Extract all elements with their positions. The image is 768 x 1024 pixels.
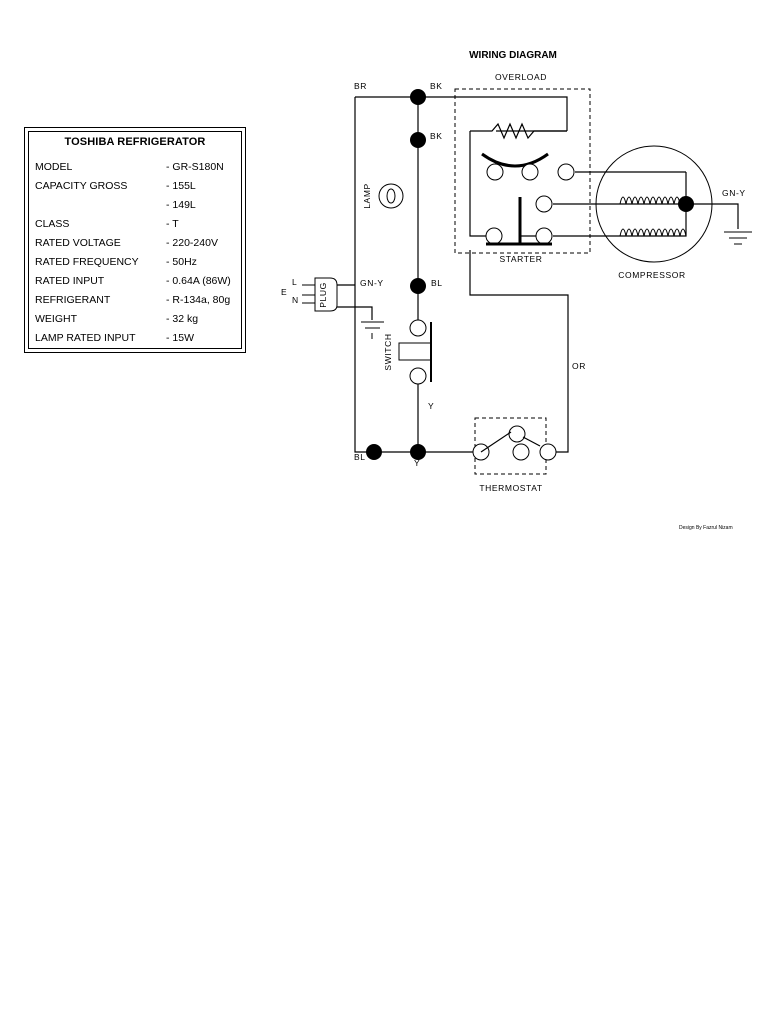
switch-actuator-icon [398,342,431,361]
spec-row-label: RATED VOLTAGE [35,237,121,249]
spec-row-value: - R-134a, 80g [166,294,231,306]
spec-row-label: LAMP RATED INPUT [35,332,136,344]
wire-label-gny-plug: GN-Y [360,278,384,288]
overload-contact-1 [486,163,504,181]
wire-br-top [355,96,568,131]
spec-row-label: REFRIGERANT [35,294,111,306]
spec-row-value: - 50Hz [166,256,197,268]
lamp-label: LAMP [362,183,372,209]
thermostat-contact-right [539,443,557,461]
spec-table: TOSHIBA REFRIGERATOR MODEL - GR-S180N CAPA… [24,127,246,353]
wire-label-or: OR [572,361,586,371]
plug-label-n: N [292,295,299,305]
junction-y-bottom [410,444,426,460]
wire-label-y-mid: Y [428,401,434,411]
wire-label-bk-top: BK [430,81,443,91]
spec-table-inner-border: TOSHIBA REFRIGERATOR MODEL - GR-S180N CAPA… [28,131,242,349]
designer-credit: Design By Fazrul Nizam [679,525,733,531]
compressor-start-winding-icon [619,228,687,237]
wire-label-y-bottom: Y [414,458,420,468]
switch-label: SWITCH [383,333,393,370]
thermostat-label: THERMOSTAT [479,483,542,493]
spec-row-label: MODEL [35,161,73,173]
thermostat-contact-bottom [512,443,530,461]
wire-label-bl-bottom: BL [354,452,366,462]
compressor-run-winding-icon [619,196,687,205]
spec-row-value: - 0.64A (86W) [166,275,231,287]
lamp-filament-icon [386,188,396,204]
spec-row-value: - 32 kg [166,313,199,325]
wire-left-rail [354,97,372,453]
wire-label-br: BR [354,81,367,91]
starter-contact-top [535,195,553,213]
compressor-label: COMPRESSOR [618,270,685,280]
starter-contact-left [485,227,503,245]
spec-row-value: - 15W [166,332,195,344]
lamp-icon [378,183,404,209]
compressor-common-terminal [678,196,694,212]
spec-row-label: RATED FREQUENCY [35,256,139,268]
bimetal-icon [481,152,549,168]
switch-contact-bottom [409,367,427,385]
compressor-icon [595,145,713,263]
junction-bk-top [410,89,426,105]
thermostat-contact-top [508,425,526,443]
thermostat-link-icon [522,436,541,447]
spec-row-label: CAPACITY GROSS [35,180,128,192]
starter-label: STARTER [499,254,542,264]
wire-overload-starter [469,131,486,237]
junction-bl-bottom [366,444,382,460]
spec-row-value: - T [166,218,179,230]
plug-icon [314,277,338,312]
switch-contact-top [409,319,427,337]
overload-contact-3 [557,163,575,181]
junction-bl [410,278,426,294]
thermostat-switch-arm-icon [480,431,512,453]
spec-row-value: - 155L [166,180,196,192]
spec-row-value: - 149L [166,199,196,211]
overload-starter-box [454,88,591,254]
overload-heater-icon [470,122,567,140]
junction-bk-mid [410,132,426,148]
spec-row-value: - GR-S180N [166,161,224,173]
wire-or [469,250,569,453]
starter-contact-right [535,227,553,245]
wire-gny-comp [686,203,739,229]
spec-row-value: - 220-240V [166,237,218,249]
wire-label-bl-mid: BL [431,278,443,288]
spec-row-label: WEIGHT [35,313,77,325]
plug-label-l: L [292,277,297,287]
spec-table-title: TOSHIBA REFRIGERATOR [64,136,206,148]
plug-label-e: E [281,287,287,297]
spec-row-label: RATED INPUT [35,275,105,287]
plug-label: PLUG [318,282,328,308]
spec-row-label: CLASS [35,218,70,230]
overload-contact-2 [521,163,539,181]
diagram-title: WIRING DIAGRAM [469,50,557,61]
wire-label-bk-mid: BK [430,131,443,141]
wire-plug-e [337,306,373,320]
overload-label: OVERLOAD [495,72,547,82]
wire-label-gny-compressor: GN-Y [722,188,746,198]
